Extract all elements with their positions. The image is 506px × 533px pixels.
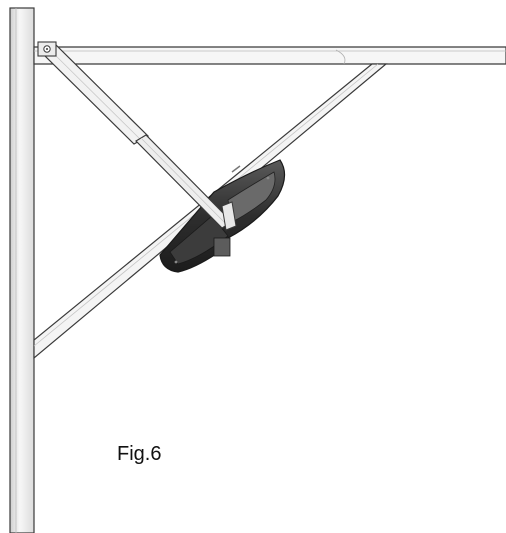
gate-post	[9, 7, 35, 533]
gate-top-rail	[33, 46, 506, 65]
figure-caption: Fig.6	[117, 443, 162, 465]
pivot-bracket	[37, 41, 57, 57]
operator-arm	[40, 43, 237, 231]
